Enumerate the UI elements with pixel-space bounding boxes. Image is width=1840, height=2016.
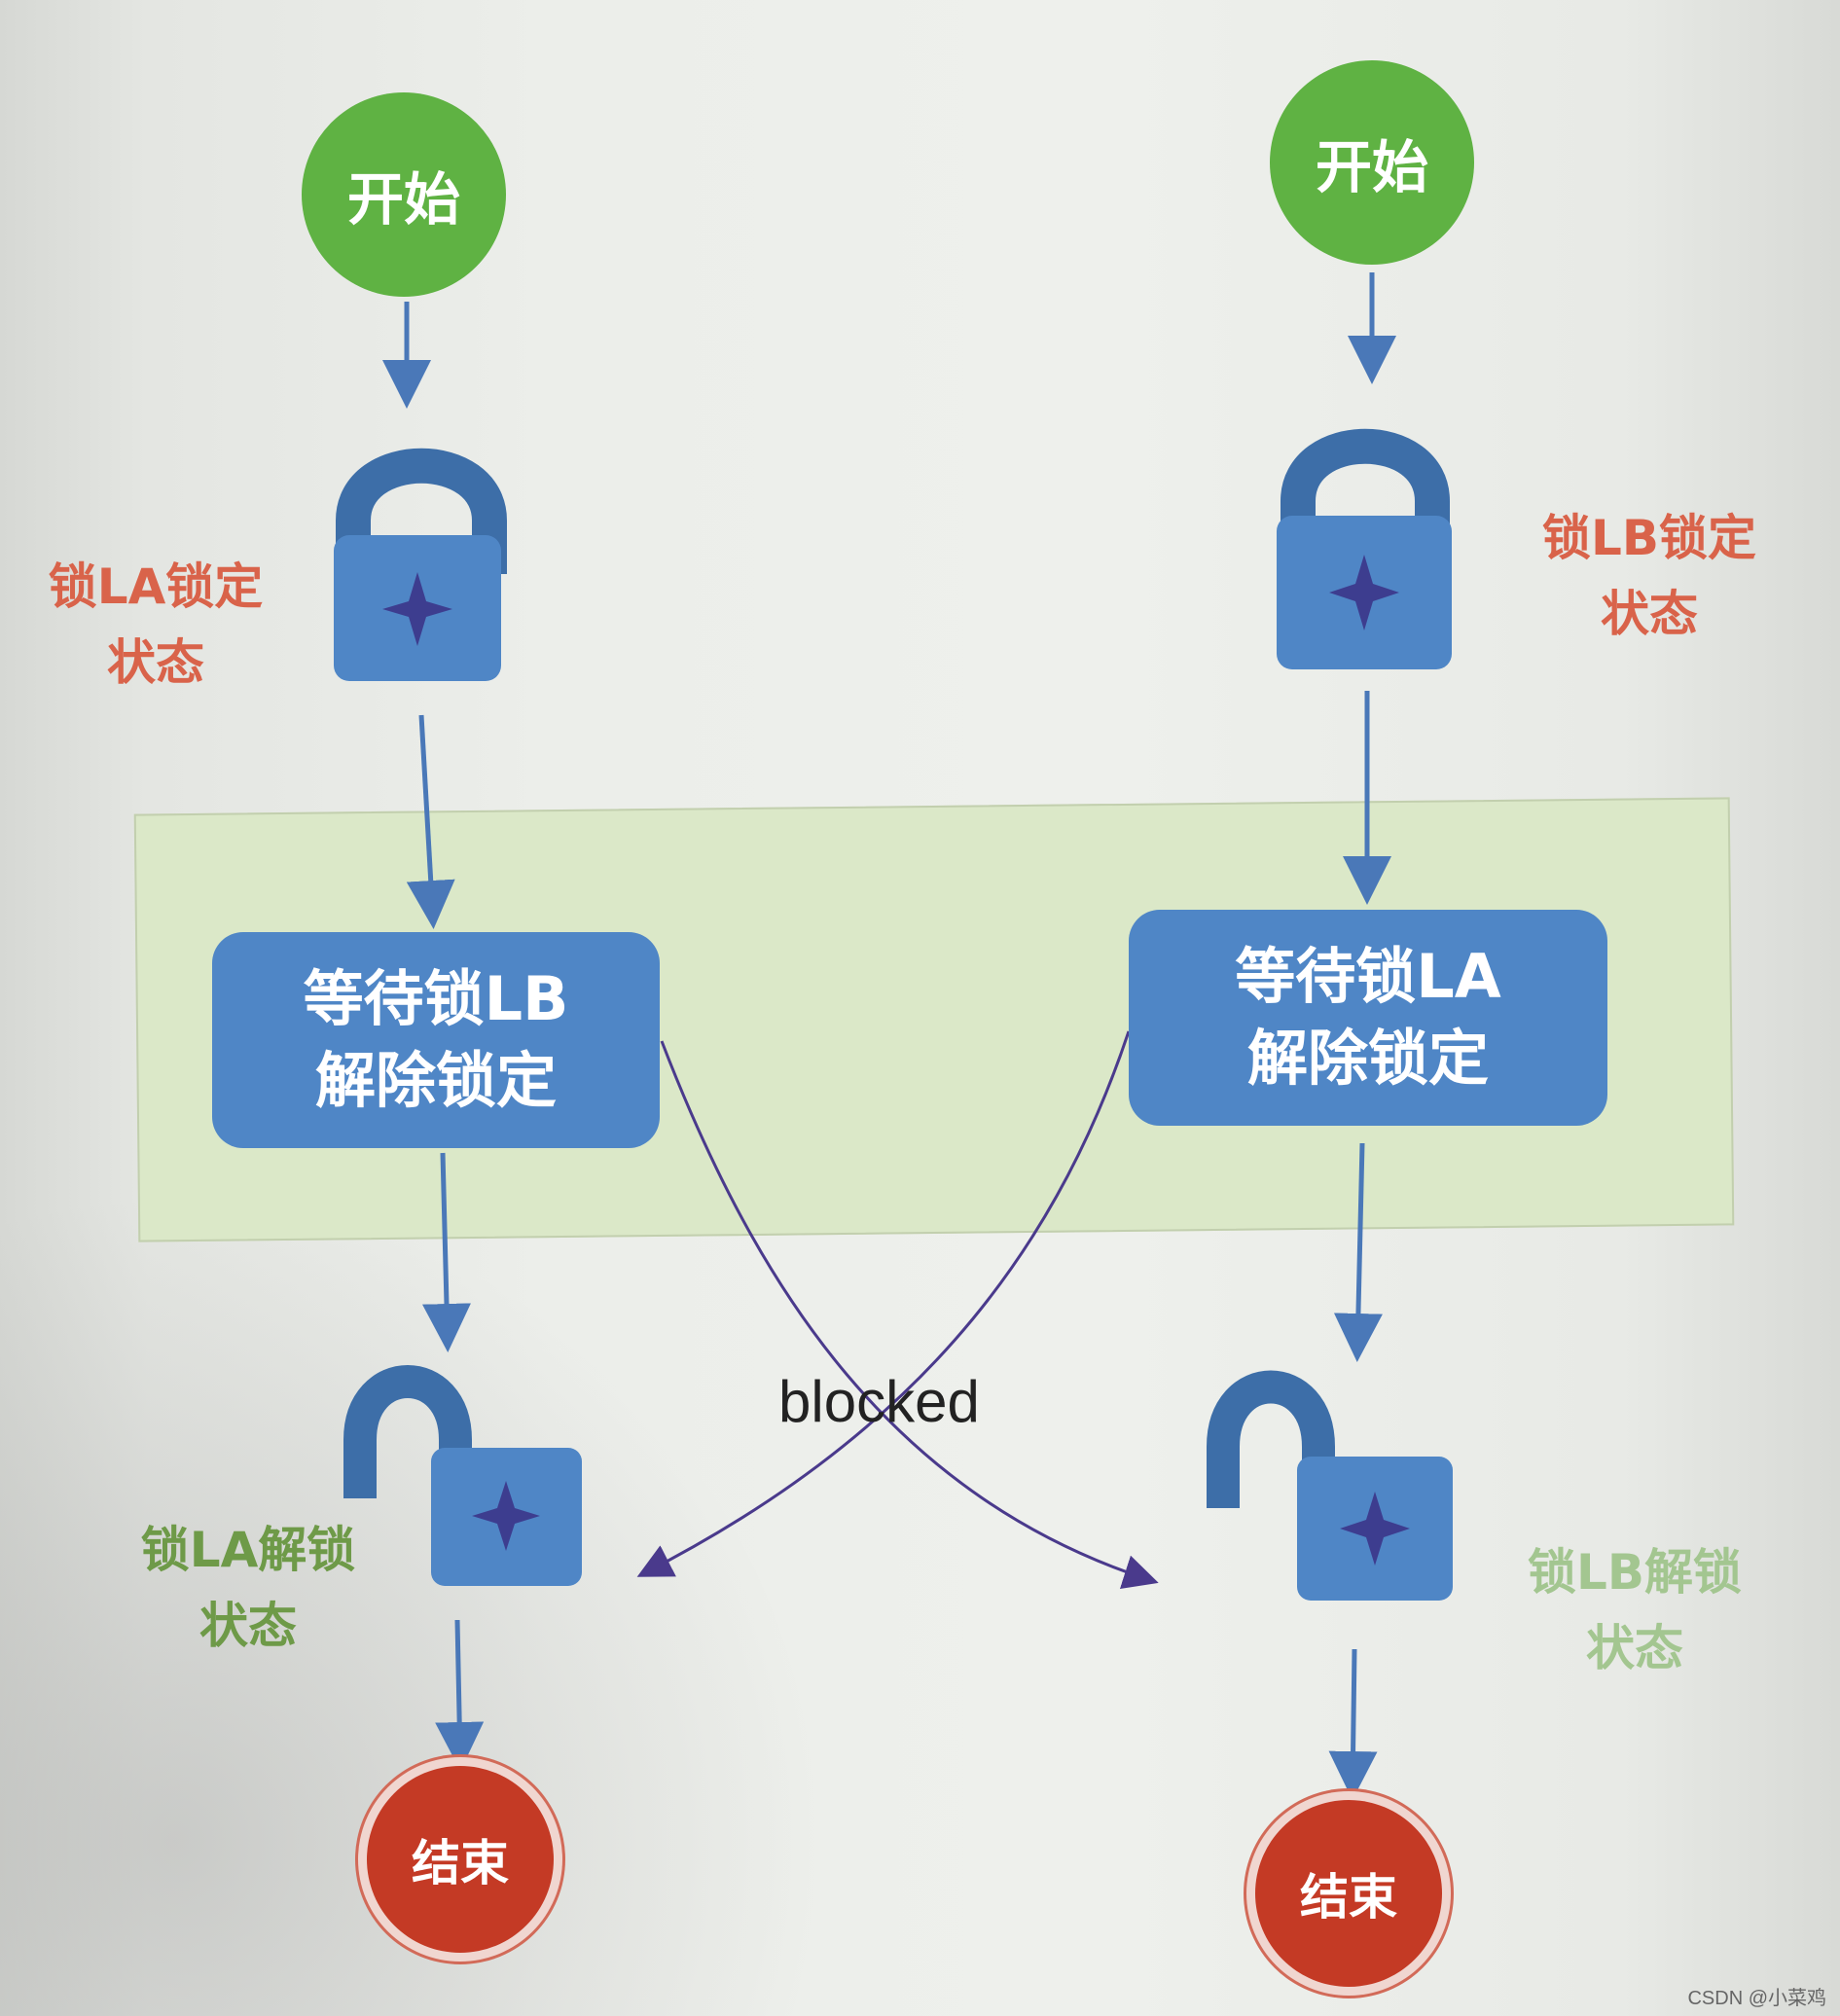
start-node-right: 开始 bbox=[1270, 60, 1474, 265]
arrow-left-unlock-to-end bbox=[435, 1619, 485, 1771]
arrow-cross-right-to-left bbox=[636, 1030, 1131, 1577]
end-node-right: 结束 bbox=[1255, 1800, 1442, 1987]
watermark: CSDN @小菜鸡 bbox=[1687, 1988, 1826, 2009]
lock-lb-locked-label: 锁LB锁定 状态 bbox=[1542, 510, 1756, 642]
process-wait-lb: 等待锁LB 解除锁定 bbox=[212, 932, 660, 1148]
arrow-left-process-to-unlock bbox=[421, 1152, 471, 1352]
end-node-left: 结束 bbox=[367, 1766, 554, 1953]
lock-open-icon bbox=[1207, 1370, 1453, 1601]
lock-la-unlocked-label: 锁LA解锁 状态 bbox=[140, 1522, 356, 1654]
arrow-left-lock-to-process bbox=[406, 714, 455, 929]
arrow-cross-left-to-right bbox=[660, 1040, 1159, 1589]
start-node-label: 开始 bbox=[1315, 134, 1428, 200]
end-node-label: 结束 bbox=[412, 1835, 509, 1891]
lock-closed-icon bbox=[334, 448, 507, 681]
start-node-label: 开始 bbox=[346, 166, 460, 233]
arrow-right-process-to-unlock bbox=[1333, 1142, 1383, 1362]
lock-la-locked-label: 锁LA锁定 状态 bbox=[48, 558, 264, 691]
process-wait-la: 等待锁LA 解除锁定 bbox=[1129, 910, 1607, 1126]
end-node-label: 结束 bbox=[1300, 1869, 1397, 1926]
arrow-right-unlock-to-end bbox=[1328, 1648, 1378, 1800]
lock-lb-unlocked-label: 锁LB解锁 状态 bbox=[1528, 1544, 1742, 1676]
start-node-left: 开始 bbox=[302, 92, 506, 297]
lock-closed-icon bbox=[1277, 428, 1452, 669]
blocked-label: blocked bbox=[778, 1369, 980, 1434]
lock-open-icon bbox=[343, 1365, 582, 1586]
